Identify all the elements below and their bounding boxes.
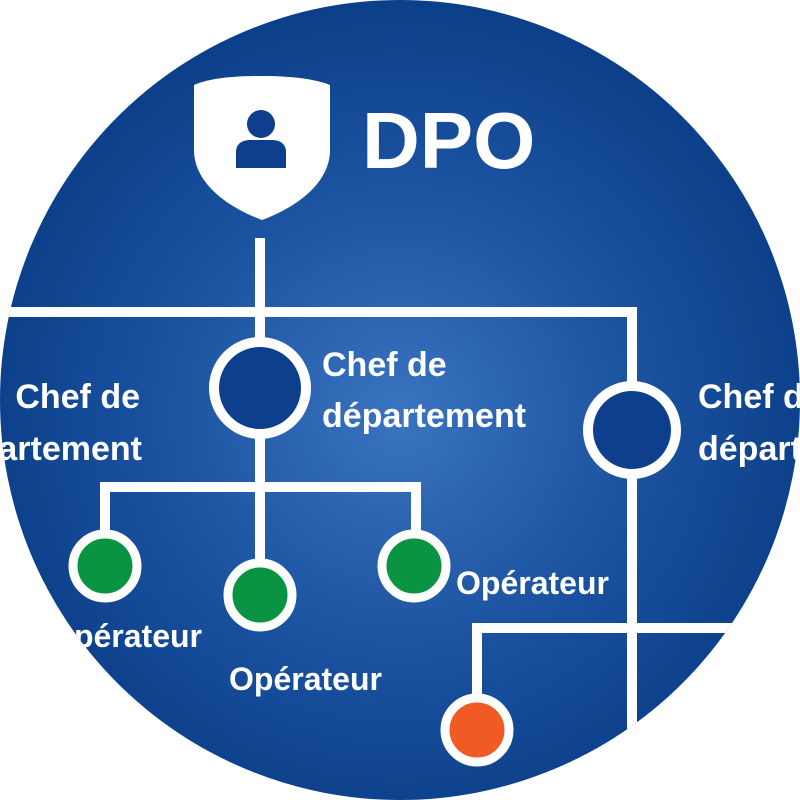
operator-right-node[interactable] (377, 529, 451, 603)
partial-bottom-node (598, 736, 666, 800)
dpo-title: DPO (362, 96, 535, 185)
operator-right-label: Opérateur (456, 565, 609, 601)
special-node[interactable] (440, 693, 514, 767)
operator-left-node[interactable] (68, 529, 142, 603)
user-head-icon (247, 110, 275, 138)
user-body-icon (236, 140, 286, 168)
chef-center-label-line2: département (322, 397, 526, 435)
operator-left-label: Opérateur (49, 618, 202, 654)
chef-right-label-line2: département (698, 430, 800, 468)
chef-center-node[interactable] (209, 337, 311, 439)
operator-center-node[interactable] (223, 558, 297, 632)
operator-center-label: Opérateur (229, 661, 382, 697)
chef-left-label-line1: Chef de (15, 378, 140, 416)
chef-left-label-line2: département (0, 430, 142, 468)
shield-user-icon (194, 76, 330, 220)
chef-right-node[interactable] (583, 381, 681, 479)
chef-center-label-line1: Chef de (322, 346, 447, 384)
chef-right-label-line1: Chef de (698, 378, 800, 416)
